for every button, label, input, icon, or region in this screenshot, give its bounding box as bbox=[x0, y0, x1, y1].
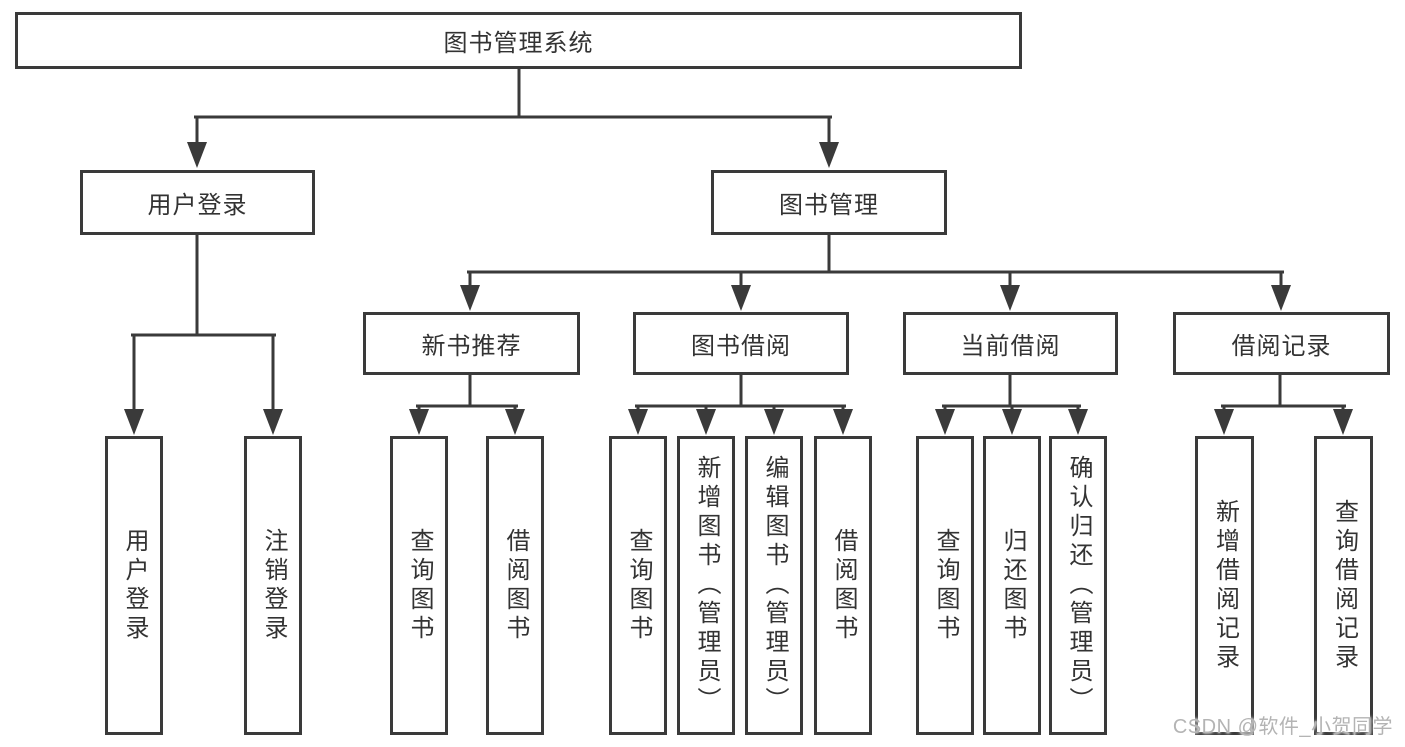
node-label: 当前借阅 bbox=[960, 333, 1061, 360]
leaf-add-borrow-record: 新增借阅记录 bbox=[1195, 436, 1254, 735]
node-label: 查询图书 bbox=[932, 527, 959, 644]
node-label: 用户登录 bbox=[121, 527, 148, 644]
node-label: 查询图书 bbox=[406, 527, 433, 644]
node-book-management: 图书管理 bbox=[711, 170, 947, 235]
leaf-edit-books-admin: 编辑图书（管理员） bbox=[745, 436, 803, 735]
leaf-query-books-recommend: 查询图书 bbox=[390, 436, 448, 735]
node-current-borrowing: 当前借阅 bbox=[903, 312, 1118, 375]
csdn-watermark: CSDN @软件_小贺同学 bbox=[1172, 716, 1393, 738]
leaf-borrow-books-recommend: 借阅图书 bbox=[486, 436, 544, 735]
node-label: 用户登录 bbox=[147, 192, 248, 219]
node-new-book-recommendation: 新书推荐 bbox=[363, 312, 580, 375]
node-label: 查询图书 bbox=[625, 527, 652, 644]
node-label: 归还图书 bbox=[999, 527, 1026, 644]
node-book-borrowing: 图书借阅 bbox=[633, 312, 849, 375]
leaf-add-books-admin: 新增图书（管理员） bbox=[677, 436, 735, 735]
node-label: 图书借阅 bbox=[691, 333, 791, 360]
node-label: 图书管理系统 bbox=[443, 30, 594, 57]
leaf-query-books-borrow: 查询图书 bbox=[609, 436, 667, 735]
leaf-logout: 注销登录 bbox=[244, 436, 302, 735]
node-label: 新增借阅记录 bbox=[1211, 498, 1239, 673]
leaf-return-books: 归还图书 bbox=[983, 436, 1041, 735]
leaf-confirm-return-admin: 确认归还（管理员） bbox=[1049, 436, 1107, 735]
node-label: 图书管理 bbox=[779, 192, 879, 219]
leaf-user-login: 用户登录 bbox=[105, 436, 163, 735]
leaf-borrow-books: 借阅图书 bbox=[814, 436, 872, 735]
node-label: 查询借阅记录 bbox=[1330, 498, 1358, 673]
node-label: 新增图书（管理员） bbox=[693, 455, 720, 716]
node-label: 借阅图书 bbox=[502, 527, 529, 644]
node-label: 借阅图书 bbox=[830, 527, 857, 644]
node-label: 新书推荐 bbox=[421, 333, 522, 360]
node-user-login: 用户登录 bbox=[80, 170, 315, 235]
node-borrowing-records: 借阅记录 bbox=[1173, 312, 1390, 375]
leaf-query-borrow-record: 查询借阅记录 bbox=[1314, 436, 1373, 735]
node-library-management-system: 图书管理系统 bbox=[15, 12, 1022, 69]
leaf-query-books-current: 查询图书 bbox=[916, 436, 974, 735]
node-label: 确认归还（管理员） bbox=[1065, 455, 1092, 716]
node-label: 编辑图书（管理员） bbox=[761, 455, 788, 716]
node-label: 注销登录 bbox=[260, 527, 287, 644]
node-label: 借阅记录 bbox=[1231, 333, 1332, 360]
